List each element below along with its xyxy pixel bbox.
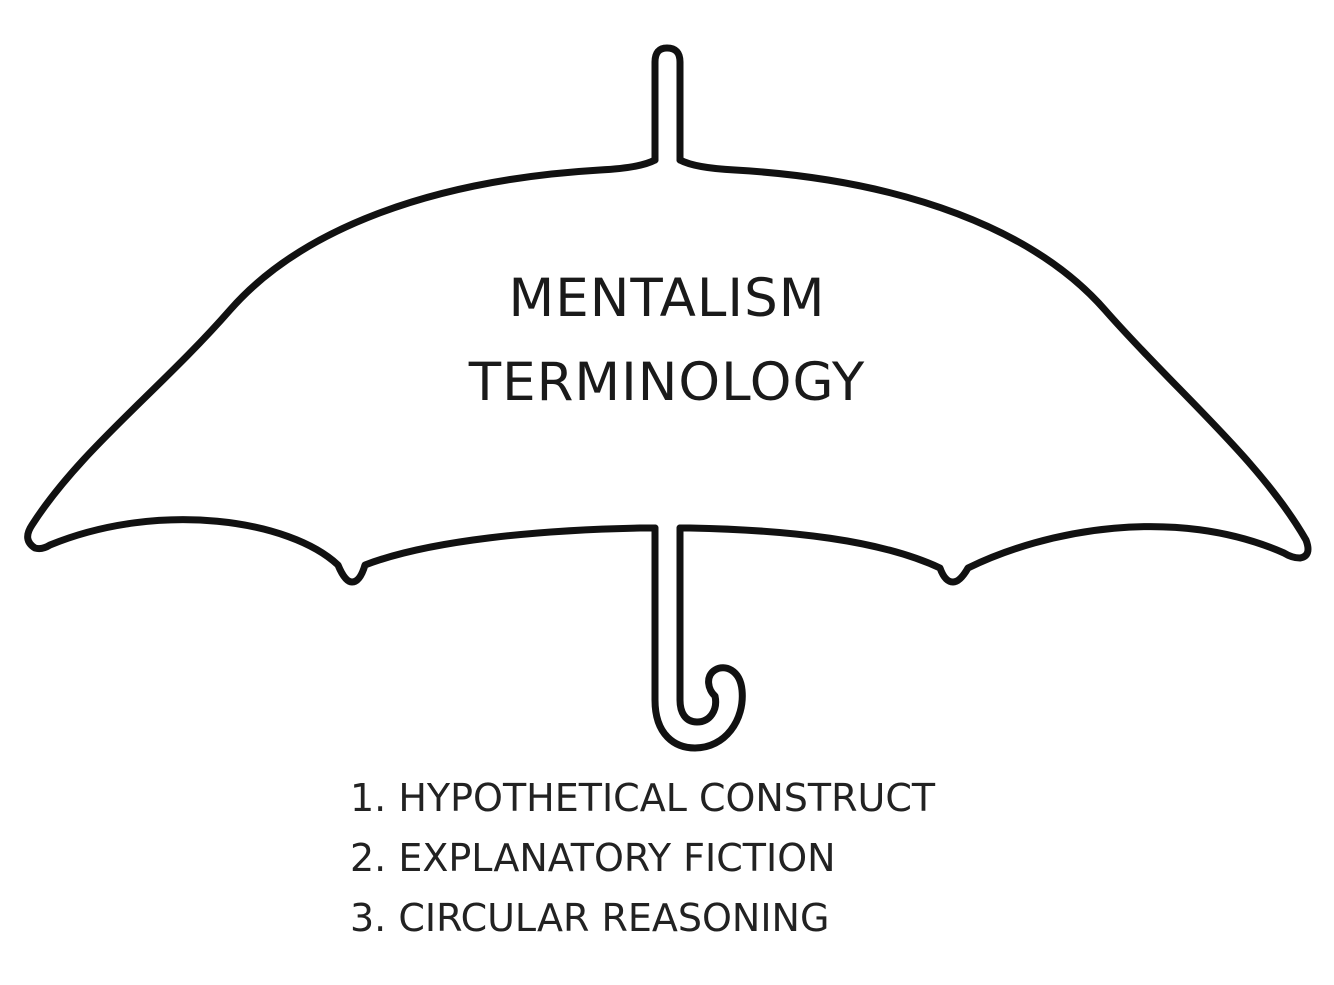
diagram-title-line2: TERMINOLOGY [0,356,1334,409]
umbrella-handle [655,528,742,748]
list-item: 1. HYPOTHETICAL CONSTRUCT [350,768,935,828]
list-item: 2. EXPLANATORY FICTION [350,828,935,888]
umbrella-tip [655,48,680,160]
diagram-title-line1: MENTALISM [0,272,1334,325]
terminology-list: 1. HYPOTHETICAL CONSTRUCT 2. EXPLANATORY… [350,768,935,948]
list-item: 3. CIRCULAR REASONING [350,888,935,948]
